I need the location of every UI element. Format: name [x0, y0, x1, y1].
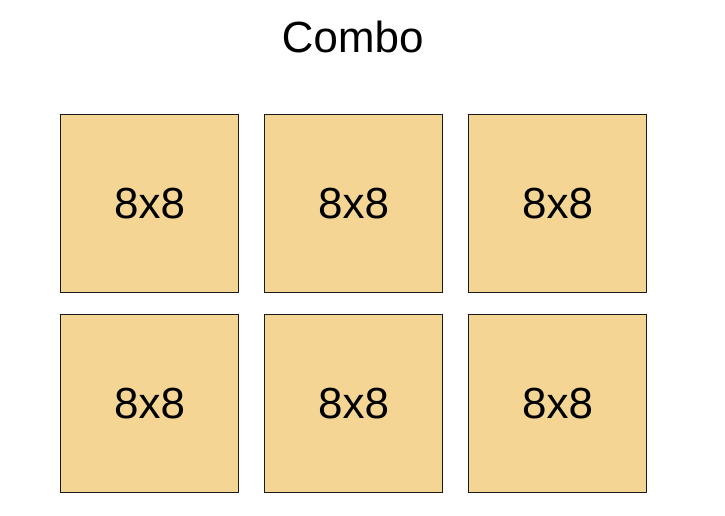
diagram-title: Combo — [281, 13, 424, 62]
tile-label: 8x8 — [468, 314, 647, 493]
tile-label: 8x8 — [60, 114, 239, 293]
tile-label: 8x8 — [60, 314, 239, 493]
tile-grid: 8x8 8x8 8x8 8x8 8x8 8x8 — [60, 114, 647, 493]
tile-label: 8x8 — [264, 314, 443, 493]
tile-label: 8x8 — [264, 114, 443, 293]
tile-label: 8x8 — [468, 114, 647, 293]
